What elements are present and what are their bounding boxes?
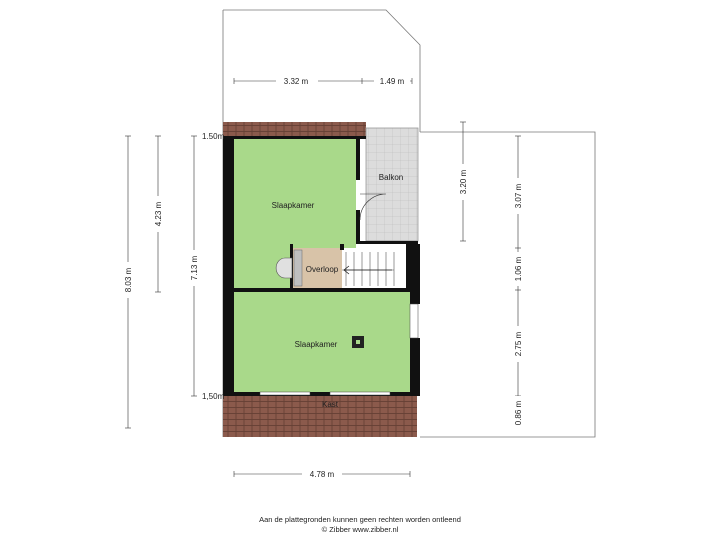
dim-height-upper: 4.23 m bbox=[154, 201, 163, 226]
balcony-area bbox=[365, 127, 419, 242]
dim-balcony-height: 3.20 m bbox=[459, 169, 468, 194]
footer-disclaimer: Aan de plattegronden kunnen geen rechten… bbox=[259, 515, 461, 524]
dim-right-seg-4: 0.86 m bbox=[514, 400, 523, 425]
ceiling-height-top: 1.50m bbox=[202, 132, 225, 141]
walls bbox=[223, 136, 420, 396]
washbasin-icon bbox=[275, 257, 293, 279]
chimney-inner bbox=[356, 340, 360, 344]
roof-outline-top bbox=[222, 9, 421, 132]
label-bedroom-bottom: Slaapkamer bbox=[295, 340, 338, 349]
windows bbox=[259, 303, 419, 396]
dim-height-inner: 7.13 m bbox=[190, 255, 199, 280]
label-closet: Kast bbox=[322, 400, 339, 409]
label-balcony: Balkon bbox=[379, 173, 403, 182]
door-swing-icon bbox=[359, 193, 387, 221]
ceiling-height-bottom: 1,50m bbox=[202, 392, 225, 401]
footer-credit: © Zibber www.zibber.nl bbox=[321, 525, 399, 534]
dim-right-seg-2: 1.06 m bbox=[514, 256, 523, 281]
stair-arrow-icon bbox=[343, 265, 392, 275]
dim-left bbox=[125, 135, 197, 429]
dim-bottom-width: 4.78 m bbox=[310, 470, 335, 479]
label-landing: Overloop bbox=[306, 265, 339, 274]
roof-tiles-top bbox=[223, 122, 366, 136]
dim-top-left: 3.32 m bbox=[284, 77, 309, 86]
roof-tiles-bottom bbox=[223, 396, 417, 437]
dim-right-seg-3: 2.75 m bbox=[514, 331, 523, 356]
dim-right-seg-1: 3.07 m bbox=[514, 183, 523, 208]
room-stair bbox=[342, 248, 408, 288]
roof-outline-right bbox=[420, 131, 596, 438]
landing-cabinet bbox=[293, 249, 303, 287]
room-bedroom-bottom bbox=[234, 292, 410, 393]
dim-height-total: 8.03 m bbox=[124, 267, 133, 292]
label-bedroom-top: Slaapkamer bbox=[272, 201, 315, 210]
dim-top-right: 1.49 m bbox=[380, 77, 405, 86]
